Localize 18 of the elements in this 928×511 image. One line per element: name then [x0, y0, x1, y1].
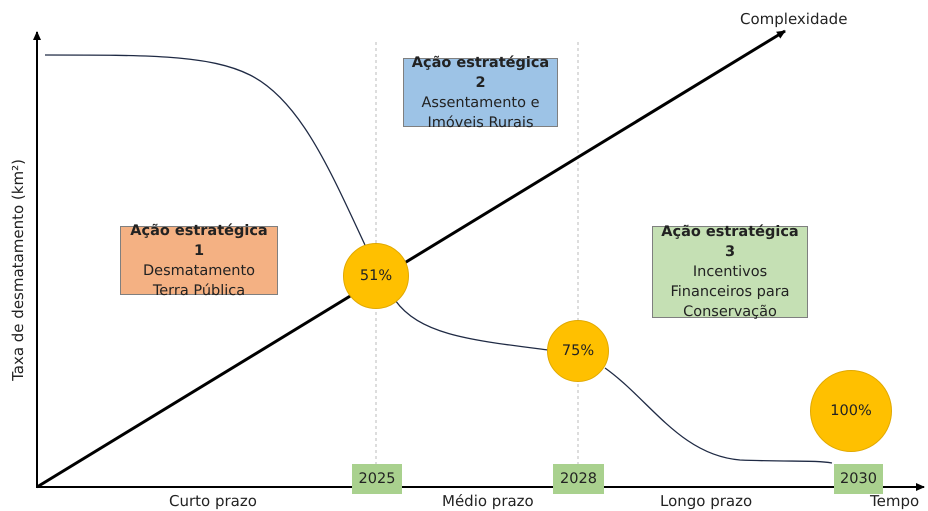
axis-label: Tempo [870, 492, 920, 510]
action-heading: Ação estratégica 3 [660, 223, 800, 262]
action-text: Assentamento e Imóveis Rurais [420, 94, 541, 132]
year-marker: 2030 [834, 464, 883, 494]
progress-circle: 75% [547, 320, 609, 382]
period-label: Longo prazo [660, 492, 752, 510]
period-label: Curto prazo [169, 492, 257, 510]
action-heading: Ação estratégica 2 [410, 54, 550, 92]
year-marker: 2028 [553, 464, 604, 494]
action-box [652, 226, 808, 318]
progress-circle: 51% [343, 243, 409, 309]
axis-label: Complexidade [740, 10, 848, 28]
period-label: Médio prazo [442, 492, 534, 510]
progress-circle: 100% [810, 370, 892, 452]
year-marker: 2025 [352, 464, 402, 494]
axis-label: Taxa de desmatamento (km²) [8, 159, 27, 381]
action-heading: Ação estratégica 1 [129, 222, 269, 260]
action-text: Incentivos Financeiros para Conservação [669, 263, 791, 322]
